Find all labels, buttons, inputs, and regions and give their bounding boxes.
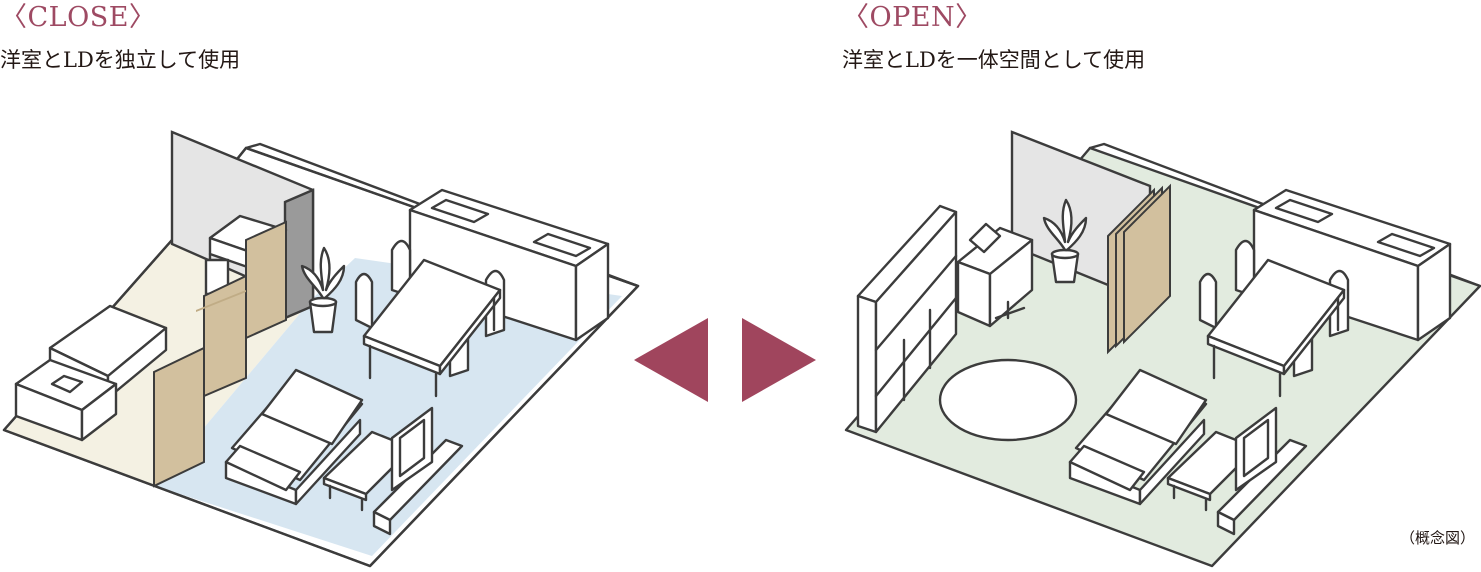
open-title: 〈OPEN〉	[842, 2, 983, 33]
triangle-left-icon[interactable]	[634, 318, 708, 402]
open-subtitle: 洋室とLDを一体空間として使用	[842, 48, 1146, 72]
open-partition	[1107, 183, 1171, 355]
close-sofa	[224, 368, 364, 506]
close-tv-stand	[372, 406, 464, 536]
close-wall-side	[283, 188, 315, 320]
close-subtitle: 洋室とLDを独立して使用	[0, 48, 241, 72]
open-plant	[1042, 198, 1088, 284]
open-bookshelf	[856, 204, 958, 434]
close-partition	[153, 220, 287, 488]
close-title: 〈CLOSE〉	[0, 2, 157, 33]
open-sofa	[1068, 368, 1208, 506]
concept-note: （概念図）	[1399, 529, 1475, 547]
open-round-rug	[938, 358, 1078, 442]
close-bed	[14, 304, 168, 442]
open-floorplan	[844, 130, 1481, 568]
open-dining-set	[1198, 239, 1350, 398]
close-dining-set	[354, 239, 506, 398]
triangle-right-icon[interactable]	[742, 318, 816, 402]
open-desk	[956, 222, 1034, 328]
close-floorplan	[2, 130, 640, 568]
open-tv-stand	[1216, 406, 1308, 536]
close-plant	[300, 246, 346, 334]
